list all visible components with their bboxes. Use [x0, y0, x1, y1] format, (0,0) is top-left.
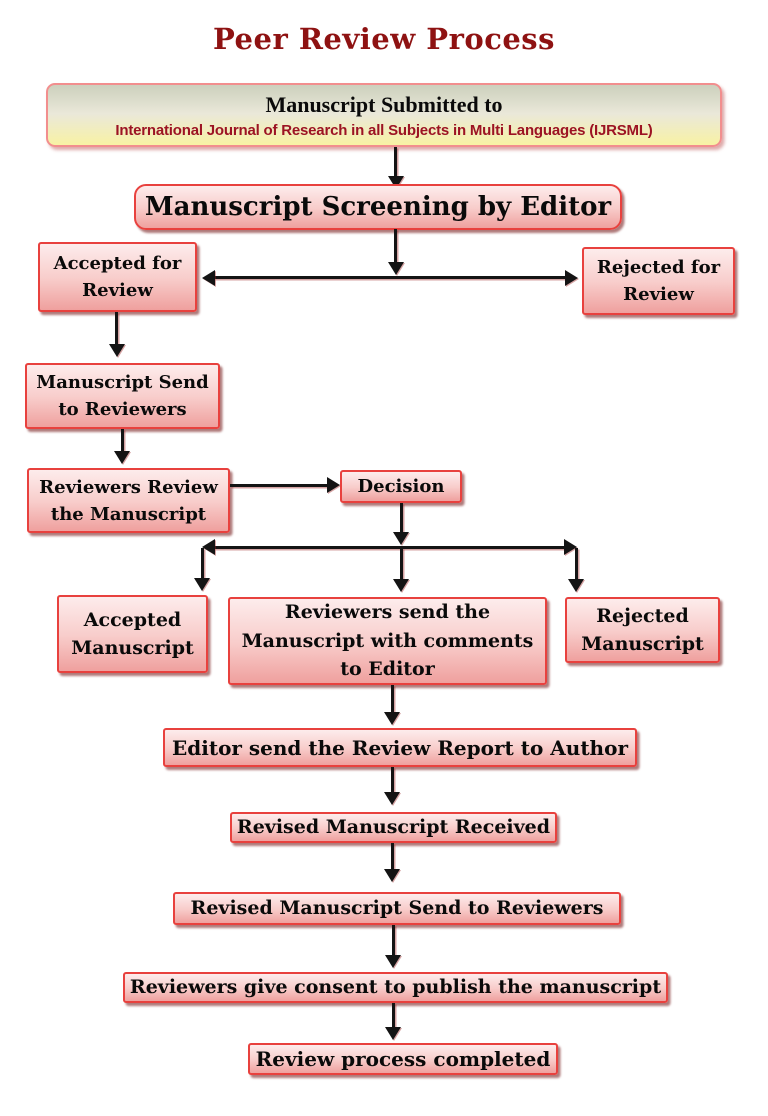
node-revised-received: Revised Manuscript Received [230, 812, 557, 843]
node-completed: Review process completed [248, 1043, 558, 1075]
node-label: Manuscript Send [36, 372, 209, 393]
node-label: the Manuscript [50, 503, 207, 525]
arrowhead-icon [384, 712, 400, 725]
arrowhead-icon [388, 262, 404, 275]
connector-split-to-accepted-ms [201, 548, 204, 579]
node-decision: Decision [340, 470, 462, 503]
node-manuscript-screening: Manuscript Screening by Editor [134, 184, 622, 230]
node-label: Rejected for [596, 257, 721, 278]
arrowhead-icon [109, 344, 125, 357]
connector-submitted-to-screening [394, 147, 397, 177]
node-label: Reviewers send the [284, 601, 491, 624]
node-rejected-for-review: Rejected for Review [582, 247, 735, 315]
connector-send-to-consent [392, 925, 395, 956]
node-label: to Reviewers [58, 399, 187, 420]
connector-consent-to-completed [392, 1003, 395, 1028]
connector-comments-to-report [391, 685, 394, 713]
node-label: Reviewers Review [39, 476, 218, 498]
node-label: Editor send the Review Report to Author [172, 735, 628, 760]
arrowhead-icon [384, 869, 400, 882]
node-reviewers-review: Reviewers Review the Manuscript [27, 468, 230, 533]
arrowhead-icon [568, 579, 584, 592]
node-label: Review [623, 284, 694, 305]
arrowhead-icon [202, 270, 215, 286]
node-label: Accepted [83, 608, 182, 631]
arrowhead-icon [114, 451, 130, 464]
page-title: Peer Review Process [213, 22, 555, 56]
node-label: Decision [357, 476, 445, 497]
connector-send-to-review [121, 429, 124, 452]
connector-revised-to-send [391, 843, 394, 870]
arrowhead-icon [385, 955, 401, 968]
connector-accepted-to-send [115, 312, 118, 345]
node-manuscript-send-to-reviewers: Manuscript Send to Reviewers [25, 363, 220, 429]
node-reviewers-send-comments: Reviewers send the Manuscript with comme… [228, 597, 547, 685]
node-label: Review process completed [255, 1047, 551, 1071]
node-label: to Editor [340, 658, 435, 681]
node-label: Manuscript [581, 633, 704, 655]
connector-split-to-rejected-ms [575, 548, 578, 580]
node-label: Manuscript Screening by Editor [144, 191, 612, 222]
node-label: Revised Manuscript Received [236, 816, 551, 839]
arrowhead-icon [385, 1027, 401, 1040]
journal-name-label: International Journal of Research in all… [115, 121, 653, 139]
connector-screening-to-split [394, 229, 397, 263]
arrowhead-icon [327, 477, 340, 493]
node-label: Manuscript with comments [241, 629, 534, 652]
arrowhead-icon [194, 578, 210, 591]
node-rejected-manuscript: Rejected Manuscript [565, 597, 720, 663]
node-label: Review [82, 280, 153, 301]
node-editor-send-report: Editor send the Review Report to Author [163, 728, 637, 767]
arrowhead-icon [564, 539, 577, 555]
node-accepted-manuscript: Accepted Manuscript [57, 595, 208, 673]
node-accepted-for-review: Accepted for Review [38, 242, 197, 312]
node-consent: Reviewers give consent to publish the ma… [123, 972, 668, 1003]
node-label: Accepted for [53, 253, 182, 274]
node-label: Reviewers give consent to publish the ma… [129, 976, 662, 999]
arrowhead-icon [565, 270, 578, 286]
node-label: Rejected [596, 604, 689, 627]
arrowhead-icon [202, 539, 215, 555]
arrowhead-icon [393, 532, 409, 545]
node-label: Revised Manuscript Send to Reviewers [190, 897, 604, 920]
node-revised-send: Revised Manuscript Send to Reviewers [173, 892, 621, 925]
connector-review-to-decision [230, 484, 327, 487]
connector-decision-to-split [400, 503, 403, 533]
node-manuscript-submitted: Manuscript Submitted to International Jo… [46, 83, 722, 147]
arrowhead-icon [393, 579, 409, 592]
connector-outcome-split [214, 546, 564, 549]
arrowhead-icon [384, 792, 400, 805]
connector-split-accept-reject [214, 276, 566, 279]
connector-split-to-comments [400, 548, 403, 580]
connector-report-to-revised [391, 767, 394, 794]
node-label: Manuscript Submitted to [265, 92, 503, 118]
node-label: Manuscript [71, 637, 194, 659]
